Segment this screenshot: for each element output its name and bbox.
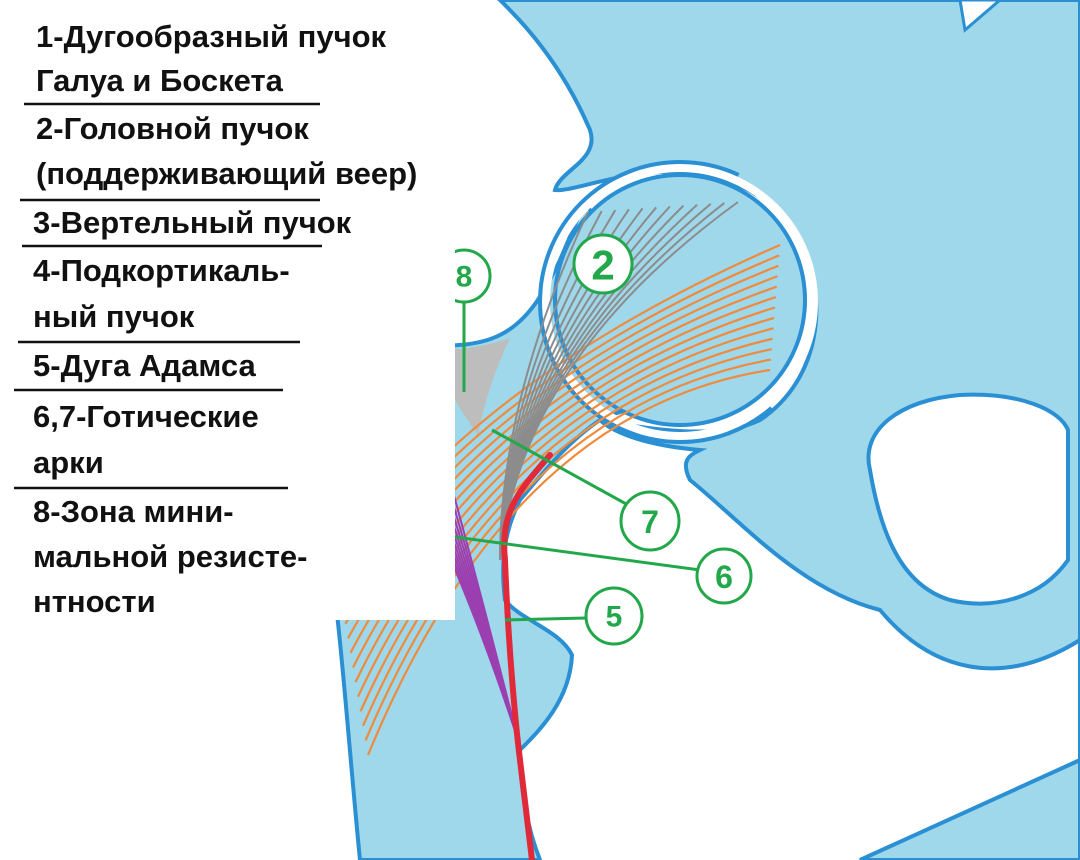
- marker-6-label: 6: [715, 559, 733, 595]
- marker-7: 7: [619, 490, 681, 552]
- legend-item-8-line-3: нтности: [33, 584, 156, 619]
- marker-2: 2: [572, 233, 634, 295]
- legend-item-6: 6,7-Готические арки: [33, 399, 259, 480]
- legend-item-2-line-2: (поддерживающий веер): [36, 156, 417, 191]
- legend-item-1-line-2: Галуа и Боскета: [36, 63, 284, 98]
- pointer-5: [504, 616, 587, 622]
- legend-item-8-line-1: 8-Зона мини-: [33, 494, 234, 529]
- marker-6: 6: [695, 547, 753, 605]
- legend-item-6-line-1: 6,7-Готические: [33, 399, 259, 434]
- arcuate-trabecula: [366, 368, 771, 756]
- adams-arch: [501, 452, 553, 860]
- legend-item-5-line-1: 5-Дуга Адамса: [33, 348, 256, 383]
- legend-item-3: 3-Вертельный пучок: [33, 205, 352, 240]
- legend: 1-Дугообразный пучок Галуа и Боскета 2-Г…: [0, 0, 455, 620]
- marker-pointers: [447, 302, 701, 622]
- marker-5-label: 5: [606, 601, 623, 634]
- pointer-7: [491, 428, 629, 507]
- joint-space: [542, 164, 818, 440]
- legend-item-2-line-1: 2-Головной пучок: [36, 111, 309, 146]
- legend-item-4-line-1: 4-Подкортикаль-: [33, 253, 290, 288]
- pointer-6: [447, 534, 701, 572]
- legend-item-4-line-2: ный пучок: [33, 299, 195, 334]
- legend-item-6-line-2: арки: [33, 445, 104, 480]
- marker-5: 5: [584, 586, 644, 646]
- legend-item-1-line-1: 1-Дугообразный пучок: [36, 19, 387, 54]
- arcuate-trabecula: [359, 337, 773, 712]
- legend-item-4: 4-Подкортикаль- ный пучок: [33, 253, 290, 334]
- pelvis-notch: [958, 0, 1003, 33]
- obturator-foramen: [866, 392, 1070, 606]
- legend-item-8: 8-Зона мини- мальной резисте- нтности: [33, 494, 307, 619]
- marker-7-label: 7: [641, 504, 659, 540]
- legend-item-2: 2-Головной пучок (поддерживающий веер): [36, 111, 417, 191]
- legend-item-8-line-2: мальной резисте-: [33, 539, 307, 574]
- marker-8-label: 8: [456, 261, 473, 294]
- marker-2-label: 2: [591, 242, 614, 289]
- legend-item-1: 1-Дугообразный пучок Галуа и Боскета: [36, 19, 387, 98]
- legend-item-5: 5-Дуга Адамса: [33, 348, 256, 383]
- arcuate-trabecula: [364, 358, 772, 741]
- acetabulum-rim: [538, 160, 822, 444]
- legend-item-3-line-1: 3-Вертельный пучок: [33, 205, 352, 240]
